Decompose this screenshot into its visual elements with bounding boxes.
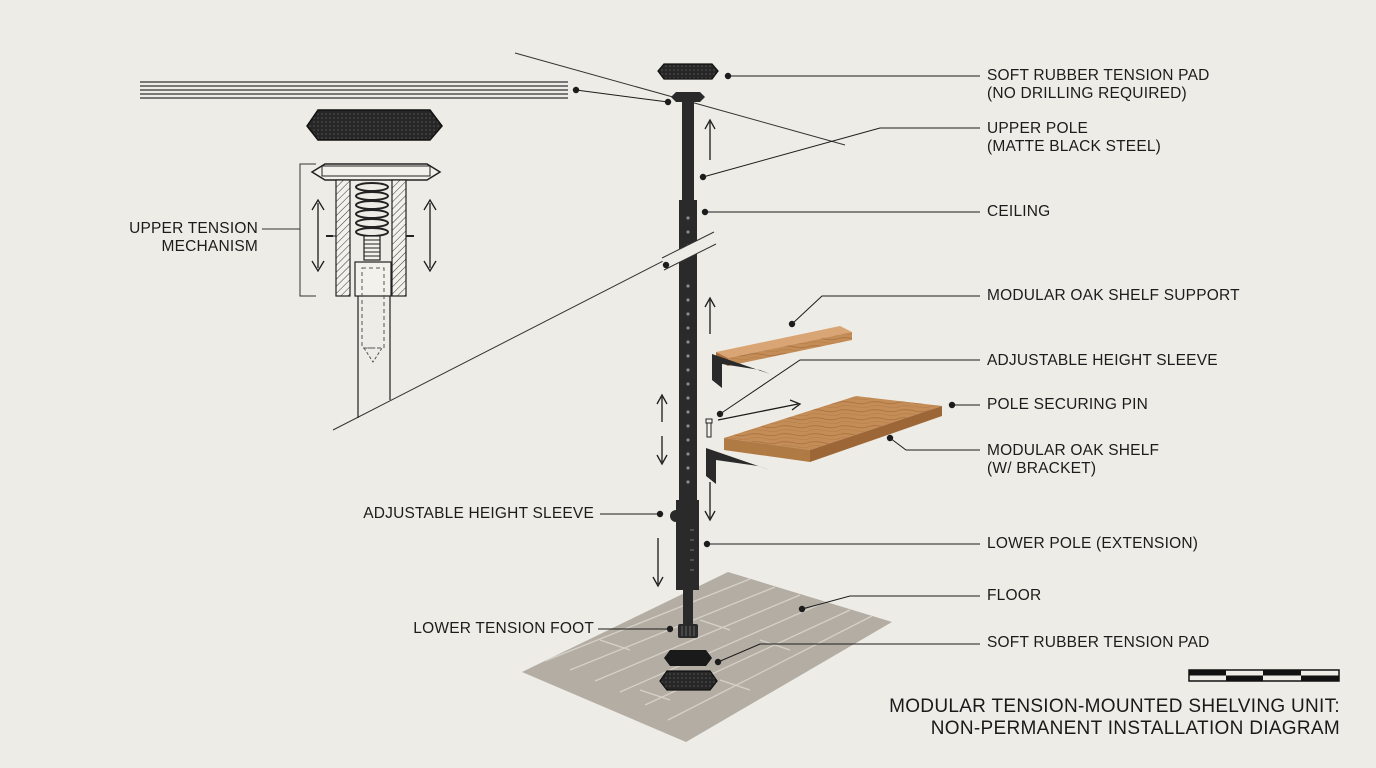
label-floor: FLOOR (987, 587, 1042, 604)
label-bottom-rubber-pad: SOFT RUBBER TENSION PAD (987, 634, 1210, 651)
label-shelf-support: MODULAR OAK SHELF SUPPORT (987, 287, 1240, 304)
mechanism-arrows (311, 198, 437, 273)
label-height-sleeve-left: ADJUSTABLE HEIGHT SLEEVE (363, 505, 594, 522)
bottom-rubber-pad (659, 670, 718, 691)
label-oak-shelf: MODULAR OAK SHELF (W/ BRACKET) (987, 442, 1160, 477)
label-height-sleeve-right: ADJUSTABLE HEIGHT SLEEVE (987, 352, 1218, 369)
label-upper-tension-mechanism: UPPER TENSION MECHANISM (129, 220, 258, 255)
label-securing-pin: POLE SECURING PIN (987, 396, 1149, 413)
securing-pin (705, 418, 713, 438)
label-lower-pole: LOWER POLE (EXTENSION) (987, 535, 1199, 552)
movement-arrows (652, 118, 802, 588)
ceiling-lines (140, 81, 568, 99)
diagram-title: MODULAR TENSION-MOUNTED SHELVING UNIT: N… (889, 696, 1340, 739)
label-ceiling: CEILING (987, 203, 1051, 220)
top-rubber-pad (657, 63, 719, 80)
pole-ceiling-break (661, 231, 717, 271)
scale-bar (1188, 669, 1340, 682)
label-top-rubber-pad: SOFT RUBBER TENSION PAD (NO DRILLING REQ… (987, 67, 1210, 102)
pole (664, 92, 712, 666)
upper-oak-shelf (712, 326, 852, 388)
leader-lines (575, 75, 980, 663)
label-upper-pole: UPPER POLE (MATTE BLACK STEEL) (987, 120, 1162, 155)
mechanism-bracket (262, 163, 316, 297)
label-lower-tension-foot: LOWER TENSION FOOT (413, 620, 594, 637)
wall-perspective-line (332, 235, 713, 431)
mechanism-cutaway (306, 109, 443, 418)
leader-dots (572, 72, 956, 666)
lower-oak-shelf (706, 396, 942, 484)
